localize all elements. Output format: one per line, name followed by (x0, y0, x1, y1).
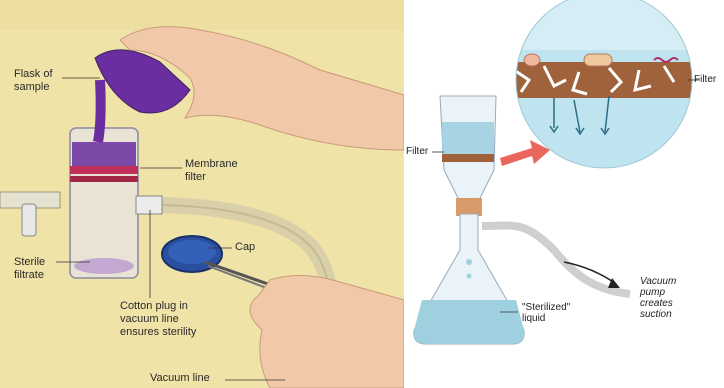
stopcock (22, 204, 36, 236)
label-cotton-plug: Cotton plug in vacuum line ensures steri… (120, 300, 196, 339)
label-vacuum-line: Vacuum line (150, 372, 210, 385)
sterilized-liquid (414, 300, 525, 344)
label-filter-left: Filter (406, 146, 428, 157)
label-cap: Cap (235, 241, 255, 254)
stopper (456, 198, 482, 216)
right-diagram-panel: Filter Filter "Sterilized" liquid Vacuum… (404, 0, 724, 388)
label-membrane-filter: Membrane filter (185, 158, 238, 184)
sterile-filtrate (74, 258, 134, 274)
filter-flask-schematic (404, 0, 724, 388)
filter-band (442, 154, 494, 162)
sample-liquid (72, 142, 136, 166)
label-sterile-filtrate: Sterile filtrate (14, 256, 45, 282)
magnify-arrow (500, 140, 550, 166)
membrane-filter-ring (70, 166, 138, 174)
bacterium (584, 54, 612, 66)
label-vacuum-pump: Vacuum pump creates suction (640, 276, 676, 320)
label-sterilized-liquid: "Sterilized" liquid (522, 302, 570, 324)
vacuum-filtration-illustration (0, 0, 404, 388)
funnel-liquid (442, 122, 494, 156)
label-filter-right: Filter (694, 74, 716, 85)
vacuum-hose-right (482, 226, 630, 294)
left-diagram-panel: Flask of sample Membrane filter Cap Ster… (0, 0, 404, 388)
bacterium (524, 54, 540, 66)
pour-stream (98, 80, 101, 142)
label-flask-of-sample: Flask of sample (14, 68, 53, 94)
side-connector (136, 196, 162, 214)
